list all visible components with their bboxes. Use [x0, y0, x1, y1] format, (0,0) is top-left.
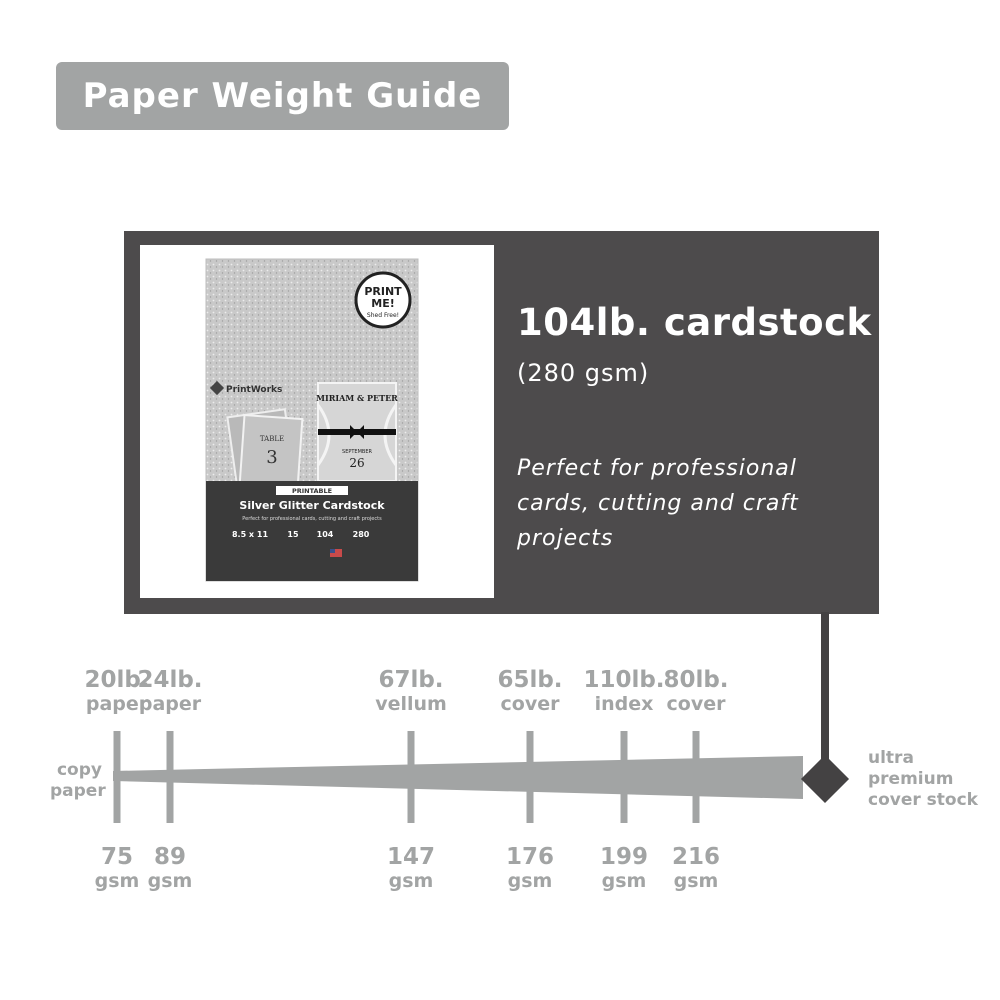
featured-marker-diamond	[800, 754, 850, 804]
printable-tag: PRINTABLE	[292, 487, 332, 495]
scale-ticks	[113, 731, 700, 823]
featured-weight: 104lb. cardstock	[517, 301, 872, 344]
scale-tick	[692, 731, 700, 823]
featured-gsm: (280 gsm)	[517, 359, 650, 387]
marker-weight-label: 80lb.cover	[663, 667, 729, 715]
spec-lb: 104	[317, 530, 334, 539]
scale-start-label: copy paper	[50, 760, 106, 801]
scale-end-label: ultra premium cover stock	[868, 748, 978, 810]
scale-wedge	[113, 756, 803, 799]
card-names: MIRIAM & PETER	[316, 393, 398, 403]
scale-tick	[166, 731, 174, 823]
marker-weight-label: 20lb.paper	[84, 667, 150, 715]
spec-gsm: 280	[353, 530, 370, 539]
badge-line-3: Shed Free!	[367, 312, 399, 319]
print-me-badge	[354, 271, 412, 329]
featured-description: Perfect for professional cards, cutting …	[517, 456, 799, 551]
spec-size: 8.5 x 11	[232, 530, 268, 539]
table-number: 3	[266, 447, 277, 468]
brand-name: PrintWorks	[226, 385, 282, 395]
product-package-illustration: PRINT ME! Shed Free! PrintWorks TABLE 3 …	[205, 258, 419, 582]
badge-line-1: PRINT	[364, 285, 402, 298]
featured-connector	[821, 612, 829, 759]
title-banner: Paper Weight Guide	[56, 62, 509, 130]
marker-weight-label: 67lb.vellum	[375, 667, 447, 715]
marker-weight-label: 65lb.cover	[497, 667, 563, 715]
card-day: 26	[349, 456, 364, 470]
printworks-logo-icon	[209, 380, 225, 396]
featured-panel: PRINT ME! Shed Free! PrintWorks TABLE 3 …	[124, 231, 879, 614]
card-month: SEPTEMBER	[342, 449, 372, 455]
product-tagline: Perfect for professional cards, cutting …	[242, 516, 382, 522]
marker-weight-label: 24lb.paper	[137, 667, 203, 715]
product-photo: PRINT ME! Shed Free! PrintWorks TABLE 3 …	[140, 245, 494, 598]
scale-tick	[526, 731, 534, 823]
scale-tick	[407, 731, 415, 823]
table-label: TABLE	[260, 435, 284, 443]
badge-line-2: ME!	[371, 297, 394, 310]
spec-sheets: 15	[287, 530, 299, 539]
scale-tick	[113, 731, 121, 823]
product-name: Silver Glitter Cardstock	[239, 499, 385, 512]
marker-weight-label: 110lb.index	[583, 667, 665, 715]
page-title: Paper Weight Guide	[82, 76, 483, 116]
scale-tick	[620, 731, 628, 823]
